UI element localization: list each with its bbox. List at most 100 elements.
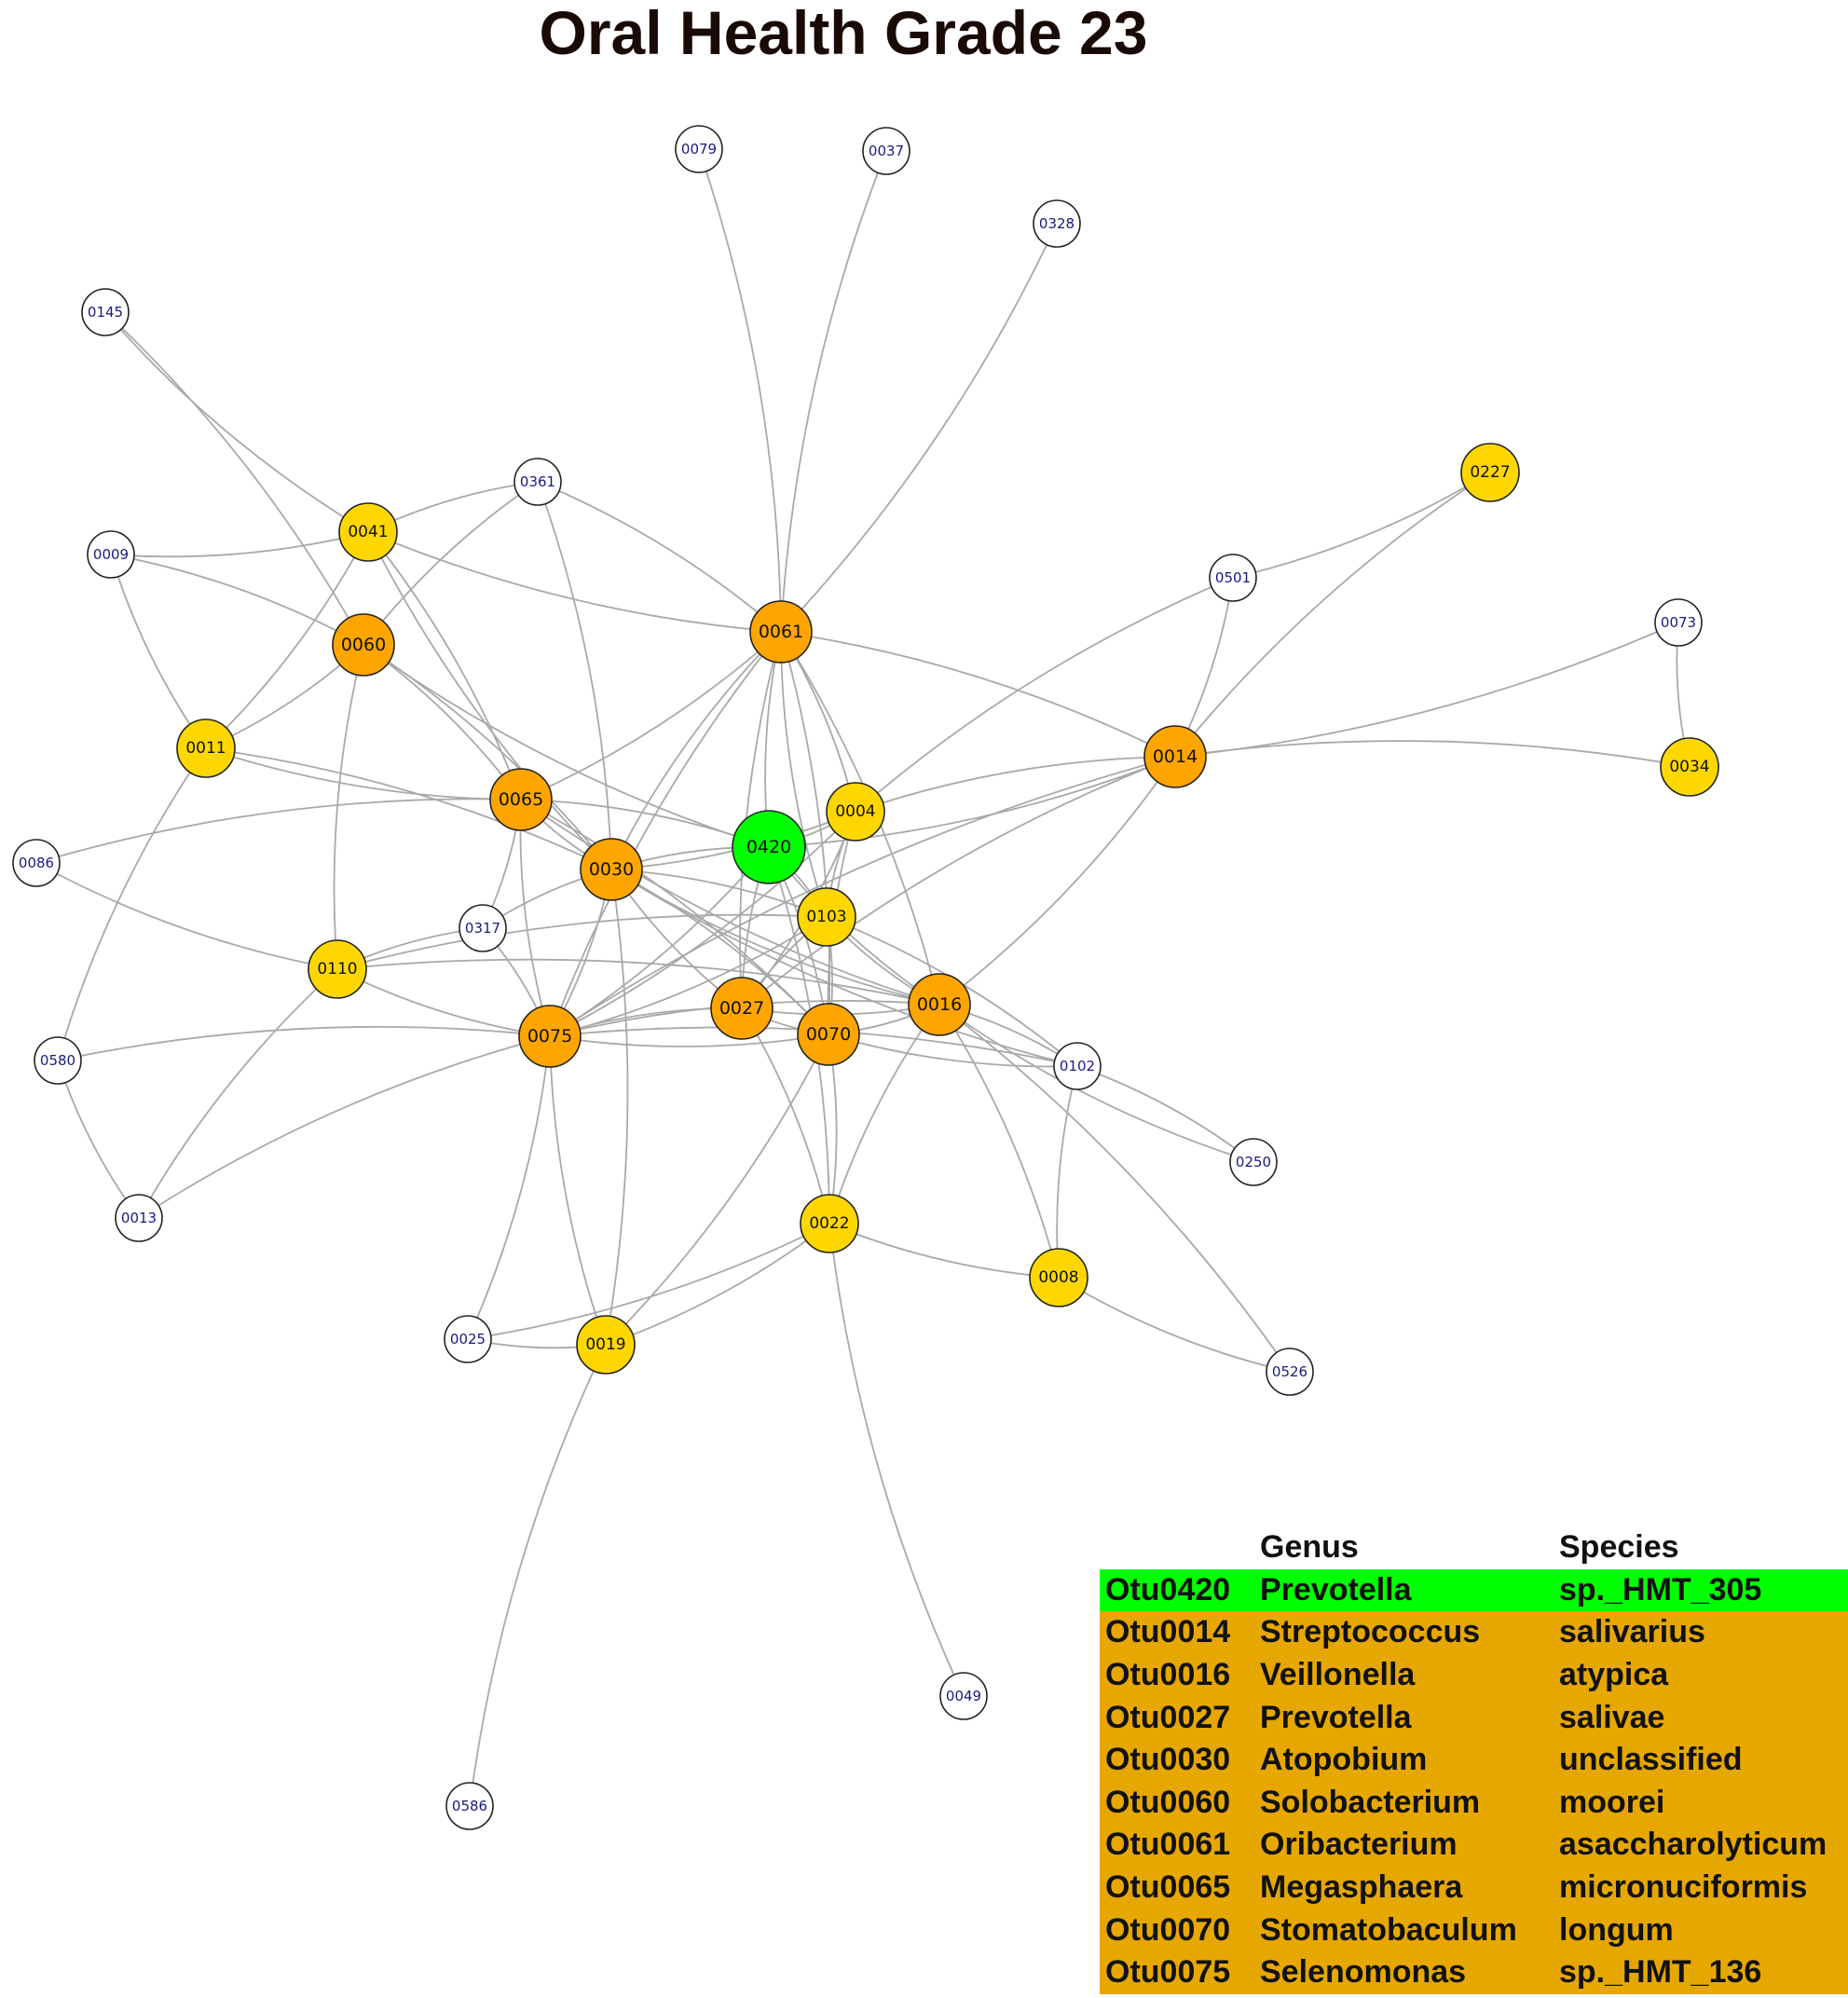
edge [104,311,364,646]
edge [205,747,612,870]
node-0110: 0110 [308,939,367,999]
legend-otu: Otu0030 [1105,1742,1231,1778]
edge [610,869,1078,1067]
edge [549,846,770,1037]
node-0586: 0586 [445,1782,494,1830]
node-0103: 0103 [797,887,856,947]
legend-genus: Prevotella [1260,1699,1412,1735]
node-label: 0526 [1272,1363,1307,1380]
edge [35,798,522,864]
edge [469,1344,607,1807]
node-circle [675,125,723,173]
node-label: 0019 [585,1335,625,1354]
node-label: 0102 [1060,1058,1095,1074]
edge [938,1004,1060,1279]
legend-row: Otu0027 Prevotella salivae [1100,1696,1848,1739]
node-0027: 0027 [710,977,773,1040]
node-0061: 0061 [749,600,813,664]
legend-species: moorei [1559,1784,1665,1820]
node-0034: 0034 [1660,737,1719,797]
node-label: 0103 [806,908,846,926]
edge [57,1025,551,1061]
legend-species: sp._HMT_305 [1559,1571,1762,1608]
node-circle [338,502,398,562]
node-circle [176,718,236,778]
node-circle [1209,554,1257,602]
node-0008: 0008 [1029,1248,1088,1307]
edge [780,631,831,1035]
legend-genus: Solobacterium [1260,1784,1481,1820]
edge [467,1223,830,1340]
node-0420: 0420 [732,810,806,884]
edge [520,631,782,801]
node-0011: 0011 [176,718,236,778]
legend-otu: Otu0014 [1105,1614,1231,1650]
node-0227: 0227 [1460,443,1520,502]
legend-species: longum [1559,1911,1674,1948]
node-circle [115,1194,163,1242]
node-circle [580,838,643,901]
edge [110,554,364,646]
legend-genus: Megasphaera [1260,1869,1463,1906]
node-label: 0034 [1669,758,1709,776]
node-circle [710,977,773,1040]
node-circle [1029,1248,1088,1307]
edge [467,1035,551,1340]
legend-header-genus: Genus [1260,1529,1359,1566]
node-circle [1266,1348,1314,1396]
node-label: 0013 [121,1210,157,1226]
edge [828,1223,1060,1279]
legend-species: sp._HMT_136 [1559,1954,1762,1991]
node-0079: 0079 [675,125,723,173]
legend-header-row: Genus Species [1100,1526,1848,1569]
node-0317: 0317 [459,904,507,952]
edge [57,747,207,1061]
node-label: 0009 [93,546,129,563]
edge [520,799,940,1006]
legend-genus: Stomatobaculum [1260,1911,1517,1948]
legend-genus: Oribacterium [1260,1827,1458,1863]
node-0019: 0019 [576,1315,636,1375]
edge [1174,622,1679,758]
edge [698,148,782,633]
edge [780,631,828,918]
legend-otu: Otu0027 [1105,1699,1231,1735]
page-title: Oral Health Grade 23 [539,0,1148,67]
edge [363,644,522,801]
node-0075: 0075 [518,1005,582,1068]
node-circle [908,973,971,1036]
edge [549,756,1176,1037]
legend-species: salivae [1559,1699,1665,1735]
legend-genus: Atopobium [1260,1742,1428,1778]
edge [828,1223,965,1697]
node-circle [732,810,806,884]
node-label: 0073 [1661,614,1696,631]
edge [1174,740,1691,768]
edge [780,223,1058,633]
node-circle [87,530,135,579]
node-circle [513,458,562,506]
node-0065: 0065 [489,768,553,831]
node-circle [489,768,553,831]
edge [938,1004,1291,1373]
node-circle [1654,598,1703,647]
node-0004: 0004 [826,782,885,842]
node-label: 0025 [450,1331,486,1348]
legend-otu: Otu0420 [1105,1571,1231,1608]
node-0070: 0070 [797,1003,860,1066]
edge [741,756,1176,1009]
edge [549,1035,607,1346]
edge [537,481,782,633]
node-0501: 0501 [1209,554,1257,602]
node-label: 0030 [589,859,634,880]
legend-header-otu [1100,1526,1254,1569]
node-circle [1053,1042,1102,1090]
node-circle [1660,737,1719,797]
edge [1174,472,1491,758]
edge [605,1033,829,1346]
edge [549,631,782,1037]
legend-otu: Otu0065 [1105,1869,1231,1906]
node-label: 0065 [499,789,543,810]
